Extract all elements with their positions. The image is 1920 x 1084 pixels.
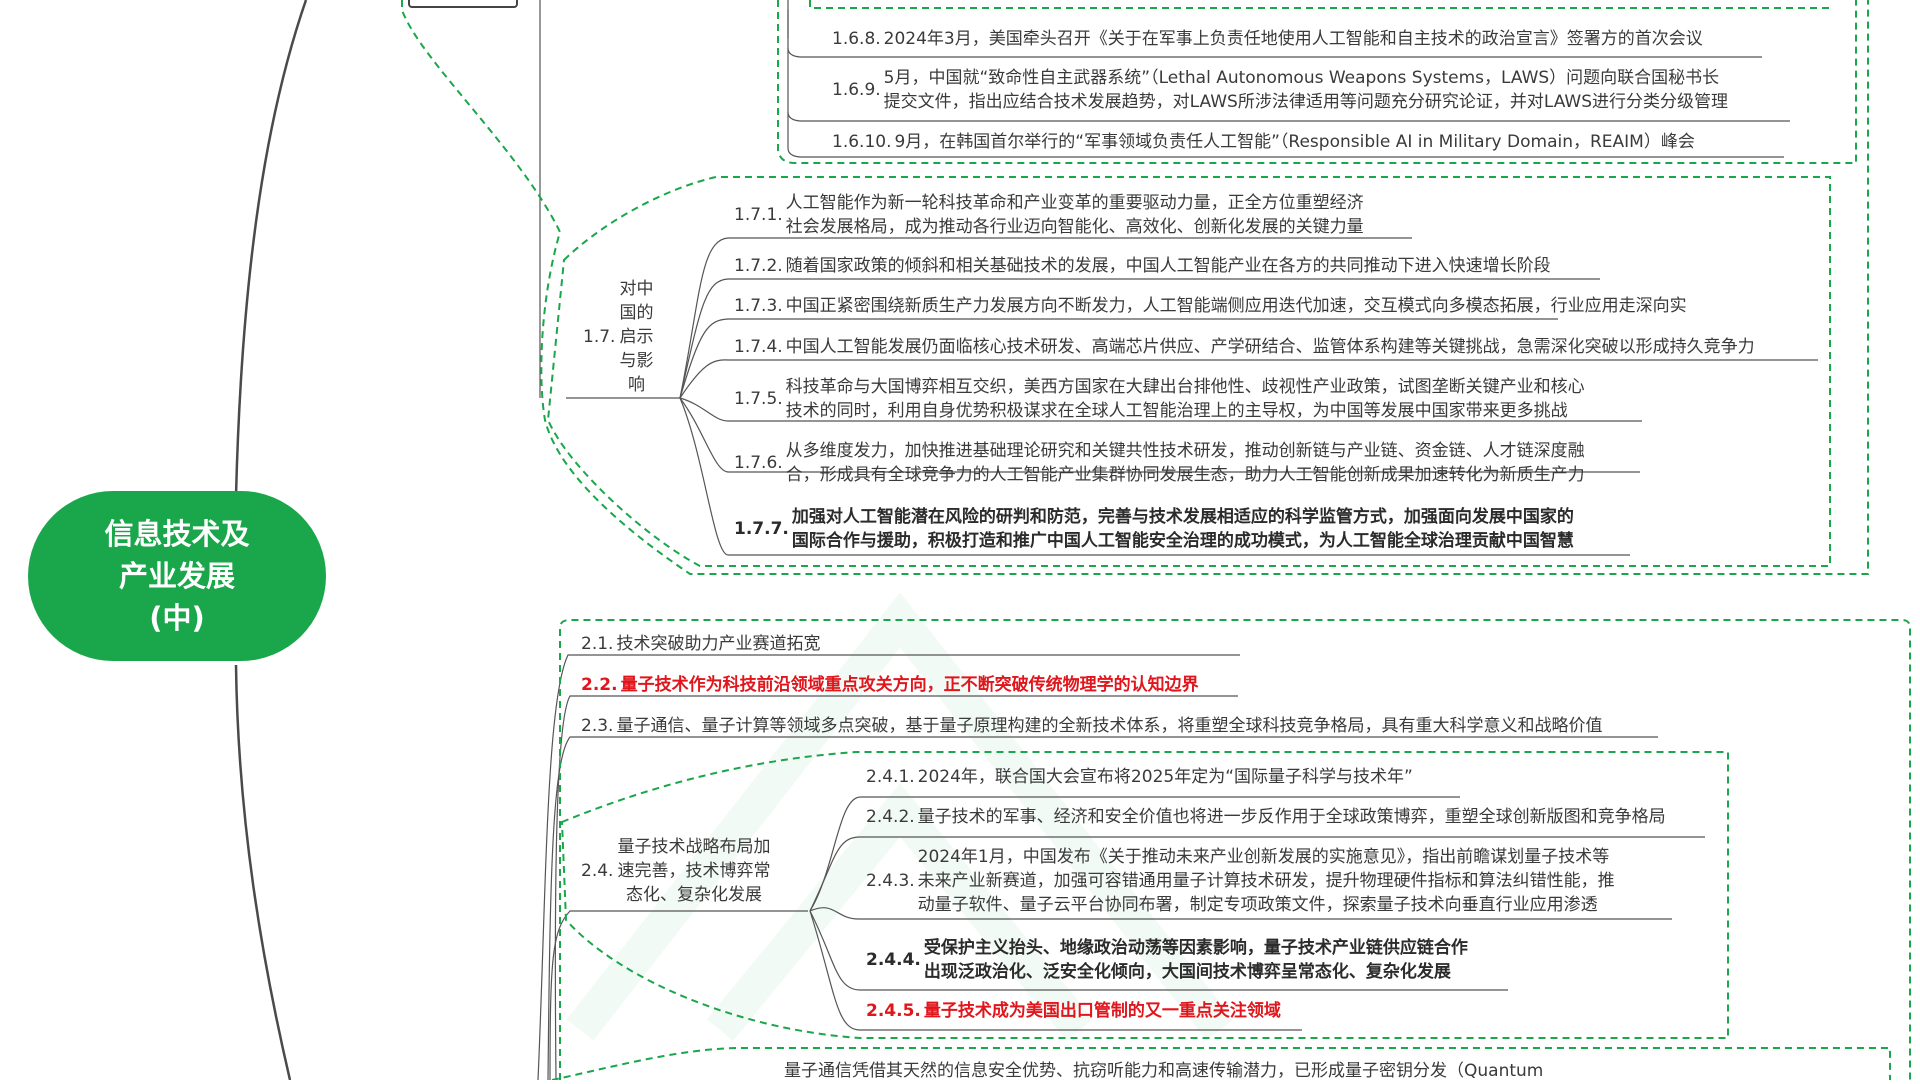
node-number: 1.6.9. — [832, 80, 881, 100]
node-number: 2.4.2. — [866, 807, 915, 827]
node-1-7-1[interactable]: 1.7.1. 人工智能作为新一轮科技革命和产业变革的重要驱动力量，正全方位重塑经… — [734, 190, 1364, 240]
node-text: 从多维度发力，加快推进基础理论研究和关键共性技术研发，推动创新链与产业链、资金链… — [785, 441, 1585, 485]
branch-label: 对中 国的 启示 与影 响 — [619, 279, 654, 395]
node-text: 量子技术的军事、经济和安全价值也将进一步反作用于全球政策博弈，重塑全球创新版图和… — [917, 807, 1666, 827]
node-number: 1.6.8. — [832, 29, 881, 49]
node-text: 9月，在韩国首尔举行的“军事领域负责任人工智能”（Responsible AI … — [894, 132, 1695, 152]
node-text: 中国正紧密围绕新质生产力发展方向不断发力，人工智能端侧应用迭代加速，交互模式向多… — [785, 296, 1687, 316]
root-label: 信息技术及 产业发展 (中) — [104, 517, 250, 635]
node-number: 1.7.6. — [734, 453, 783, 473]
node-text: 2024年1月，中国发布《关于推动未来产业创新发展的实施意见》，指出前瞻谋划量子… — [917, 847, 1615, 915]
node-text: 量子通信、量子计算等领域多点突破，基于量子原理构建的全新技术体系，将重塑全球科技… — [616, 716, 1603, 736]
node-1-7-5[interactable]: 1.7.5. 科技革命与大国博弈相互交织，美西方国家在大肆出台排他性、歧视性产业… — [734, 374, 1585, 424]
node-2-1[interactable]: 2.1. 技术突破助力产业赛道拓宽 — [581, 631, 820, 657]
node-2-4-5[interactable]: 2.4.5. 量子技术成为美国出口管制的又一重点关注领域 — [866, 998, 1281, 1024]
node-2-4-1[interactable]: 2.4.1. 2024年，联合国大会宣布将2025年定为“国际量子科学与技术年” — [866, 764, 1413, 790]
node-text: 随着国家政策的倾斜和相关基础技术的发展，中国人工智能产业在各方的共同推动下进入快… — [785, 256, 1551, 276]
node-number: 1.7.7. — [734, 519, 789, 539]
node-1-6-9[interactable]: 1.6.9. 5月，中国就“致命性自主武器系统”（Lethal Autonomo… — [832, 65, 1728, 115]
node-text: 2024年3月，美国牵头召开《关于在军事上负责任地使用人工智能和自主技术的政治宣… — [883, 29, 1703, 49]
node-number: 2.4.1. — [866, 767, 915, 787]
node-number: 2.2. — [581, 675, 618, 695]
node-text: 技术突破助力产业赛道拓宽 — [616, 634, 821, 654]
node-number: 2.4.5. — [866, 1001, 921, 1021]
branch-1-7[interactable]: 1.7. 对中 国的 启示 与影 响 — [583, 276, 653, 398]
node-number: 2.4. — [581, 861, 614, 881]
node-2-3[interactable]: 2.3. 量子通信、量子计算等领域多点突破，基于量子原理构建的全新技术体系，将重… — [581, 713, 1602, 739]
node-1-7-7[interactable]: 1.7.7. 加强对人工智能潜在风险的研判和防范，完善与技术发展相适应的科学监管… — [734, 504, 1574, 554]
node-text: 量子技术作为科技前沿领域重点攻关方向，正不断突破传统物理学的认知边界 — [620, 675, 1199, 695]
node-text: 量子通信凭借其天然的信息安全优势、抗窃听能力和高速传输潜力，已形成量子密钥分发（… — [784, 1061, 1544, 1081]
node-1-7-6[interactable]: 1.7.6. 从多维度发力，加快推进基础理论研究和关键共性技术研发，推动创新链与… — [734, 438, 1585, 488]
node-number: 1.7.5. — [734, 389, 783, 409]
branch-2-4[interactable]: 2.4. 量子技术战略布局加 速完善，技术博弈常 态化、复杂化发展 — [581, 833, 770, 909]
node-2-5-partial[interactable]: 量子通信凭借其天然的信息安全优势、抗窃听能力和高速传输潜力，已形成量子密钥分发（… — [784, 1058, 1543, 1084]
node-1-6-10[interactable]: 1.6.10. 9月，在韩国首尔举行的“军事领域负责任人工智能”（Respons… — [832, 129, 1695, 155]
node-1-7-2[interactable]: 1.7.2. 随着国家政策的倾斜和相关基础技术的发展，中国人工智能产业在各方的共… — [734, 253, 1551, 279]
node-number: 1.6.10. — [832, 132, 892, 152]
node-text: 科技革命与大国博弈相互交织，美西方国家在大肆出台排他性、歧视性产业政策，试图垄断… — [785, 377, 1585, 421]
node-text: 2024年，联合国大会宣布将2025年定为“国际量子科学与技术年” — [917, 767, 1413, 787]
node-number: 2.4.3. — [866, 871, 915, 891]
node-2-4-4[interactable]: 2.4.4. 受保护主义抬头、地缘政治动荡等因素影响，量子技术产业链供应链合作 … — [866, 935, 1468, 985]
node-number: 2.4.4. — [866, 950, 921, 970]
node-number: 1.7.4. — [734, 337, 783, 357]
node-number: 1.7. — [583, 327, 616, 347]
node-number: 2.3. — [581, 716, 614, 736]
root-node[interactable]: 信息技术及 产业发展 (中) — [28, 491, 326, 661]
node-text: 量子技术成为美国出口管制的又一重点关注领域 — [923, 1001, 1281, 1021]
node-text: 中国人工智能发展仍面临核心技术研发、高端芯片供应、产学研结合、监管体系构建等关键… — [785, 337, 1755, 357]
branch-label: 量子技术战略布局加 速完善，技术博弈常 态化、复杂化发展 — [617, 837, 771, 905]
node-number: 1.7.1. — [734, 205, 783, 225]
node-1-7-4[interactable]: 1.7.4. 中国人工智能发展仍面临核心技术研发、高端芯片供应、产学研结合、监管… — [734, 334, 1755, 360]
node-text: 加强对人工智能潜在风险的研判和防范，完善与技术发展相适应的科学监管方式，加强面向… — [791, 507, 1574, 551]
node-text: 人工智能作为新一轮科技革命和产业变革的重要驱动力量，正全方位重塑经济 社会发展格… — [785, 193, 1364, 237]
node-number: 1.7.2. — [734, 256, 783, 276]
node-number: 1.7.3. — [734, 296, 783, 316]
node-1-7-3[interactable]: 1.7.3. 中国正紧密围绕新质生产力发展方向不断发力，人工智能端侧应用迭代加速… — [734, 293, 1687, 319]
node-text: 5月，中国就“致命性自主武器系统”（Lethal Autonomous Weap… — [883, 68, 1728, 112]
node-number: 2.1. — [581, 634, 614, 654]
node-2-4-3[interactable]: 2.4.3. 2024年1月，中国发布《关于推动未来产业创新发展的实施意见》，指… — [866, 844, 1615, 918]
node-2-2[interactable]: 2.2. 量子技术作为科技前沿领域重点攻关方向，正不断突破传统物理学的认知边界 — [581, 672, 1199, 698]
collapsed-node-stub[interactable] — [408, 0, 518, 8]
node-1-6-8[interactable]: 1.6.8. 2024年3月，美国牵头召开《关于在军事上负责任地使用人工智能和自… — [832, 26, 1703, 52]
node-text: 受保护主义抬头、地缘政治动荡等因素影响，量子技术产业链供应链合作 出现泛政治化、… — [923, 938, 1468, 982]
node-2-4-2[interactable]: 2.4.2. 量子技术的军事、经济和安全价值也将进一步反作用于全球政策博弈，重塑… — [866, 804, 1666, 830]
